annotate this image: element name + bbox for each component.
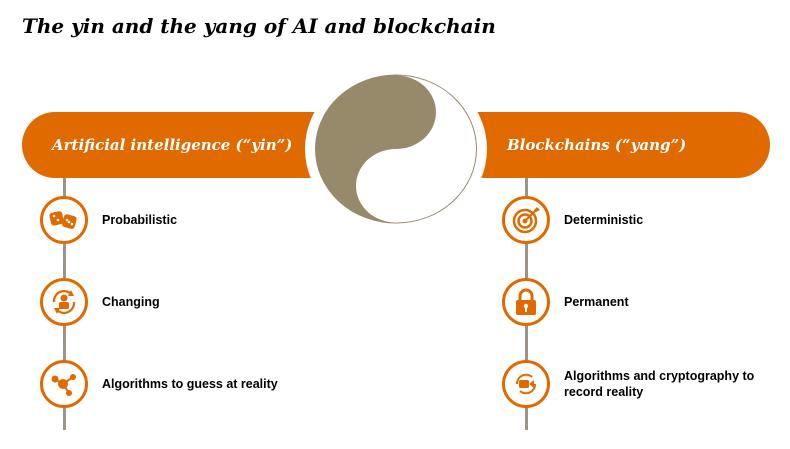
blockchain-heading-label: Blockchains (“yang”) [507, 136, 687, 154]
blockchain-item-label: Algorithms and cryptography to record re… [564, 369, 755, 399]
padlock-icon [502, 278, 550, 326]
blockchain-item-permanent: Permanent [502, 278, 629, 326]
video-record-icon [502, 360, 550, 408]
ai-item-label: Probabilistic [102, 213, 178, 227]
dice-icon [40, 196, 88, 244]
blockchain-heading-banner: Blockchains (“yang”) [452, 112, 770, 178]
blockchain-item-deterministic: Deterministic [502, 196, 643, 244]
target-icon [502, 196, 550, 244]
ai-heading-label: Artificial intelligence (“yin”) [52, 136, 293, 154]
ai-item-changing: Changing [40, 278, 160, 326]
ai-item-probabilistic: Probabilistic [40, 196, 177, 244]
ai-heading-banner: Artificial intelligence (“yin”) [22, 112, 352, 178]
refresh-person-icon [40, 278, 88, 326]
ai-item-label: Changing [102, 295, 160, 309]
ai-item-algorithms: Algorithms to guess at reality [40, 360, 278, 408]
blockchain-item-label: Deterministic [564, 213, 644, 227]
network-nodes-icon [40, 360, 88, 408]
blockchain-item-algorithms: Algorithms and cryptography to record re… [502, 360, 774, 408]
blockchain-item-label: Permanent [564, 295, 629, 309]
diagram-title: The yin and the yang of AI and blockchai… [22, 14, 496, 38]
ai-item-label: Algorithms to guess at reality [102, 377, 278, 391]
yin-yang-symbol [305, 66, 487, 232]
